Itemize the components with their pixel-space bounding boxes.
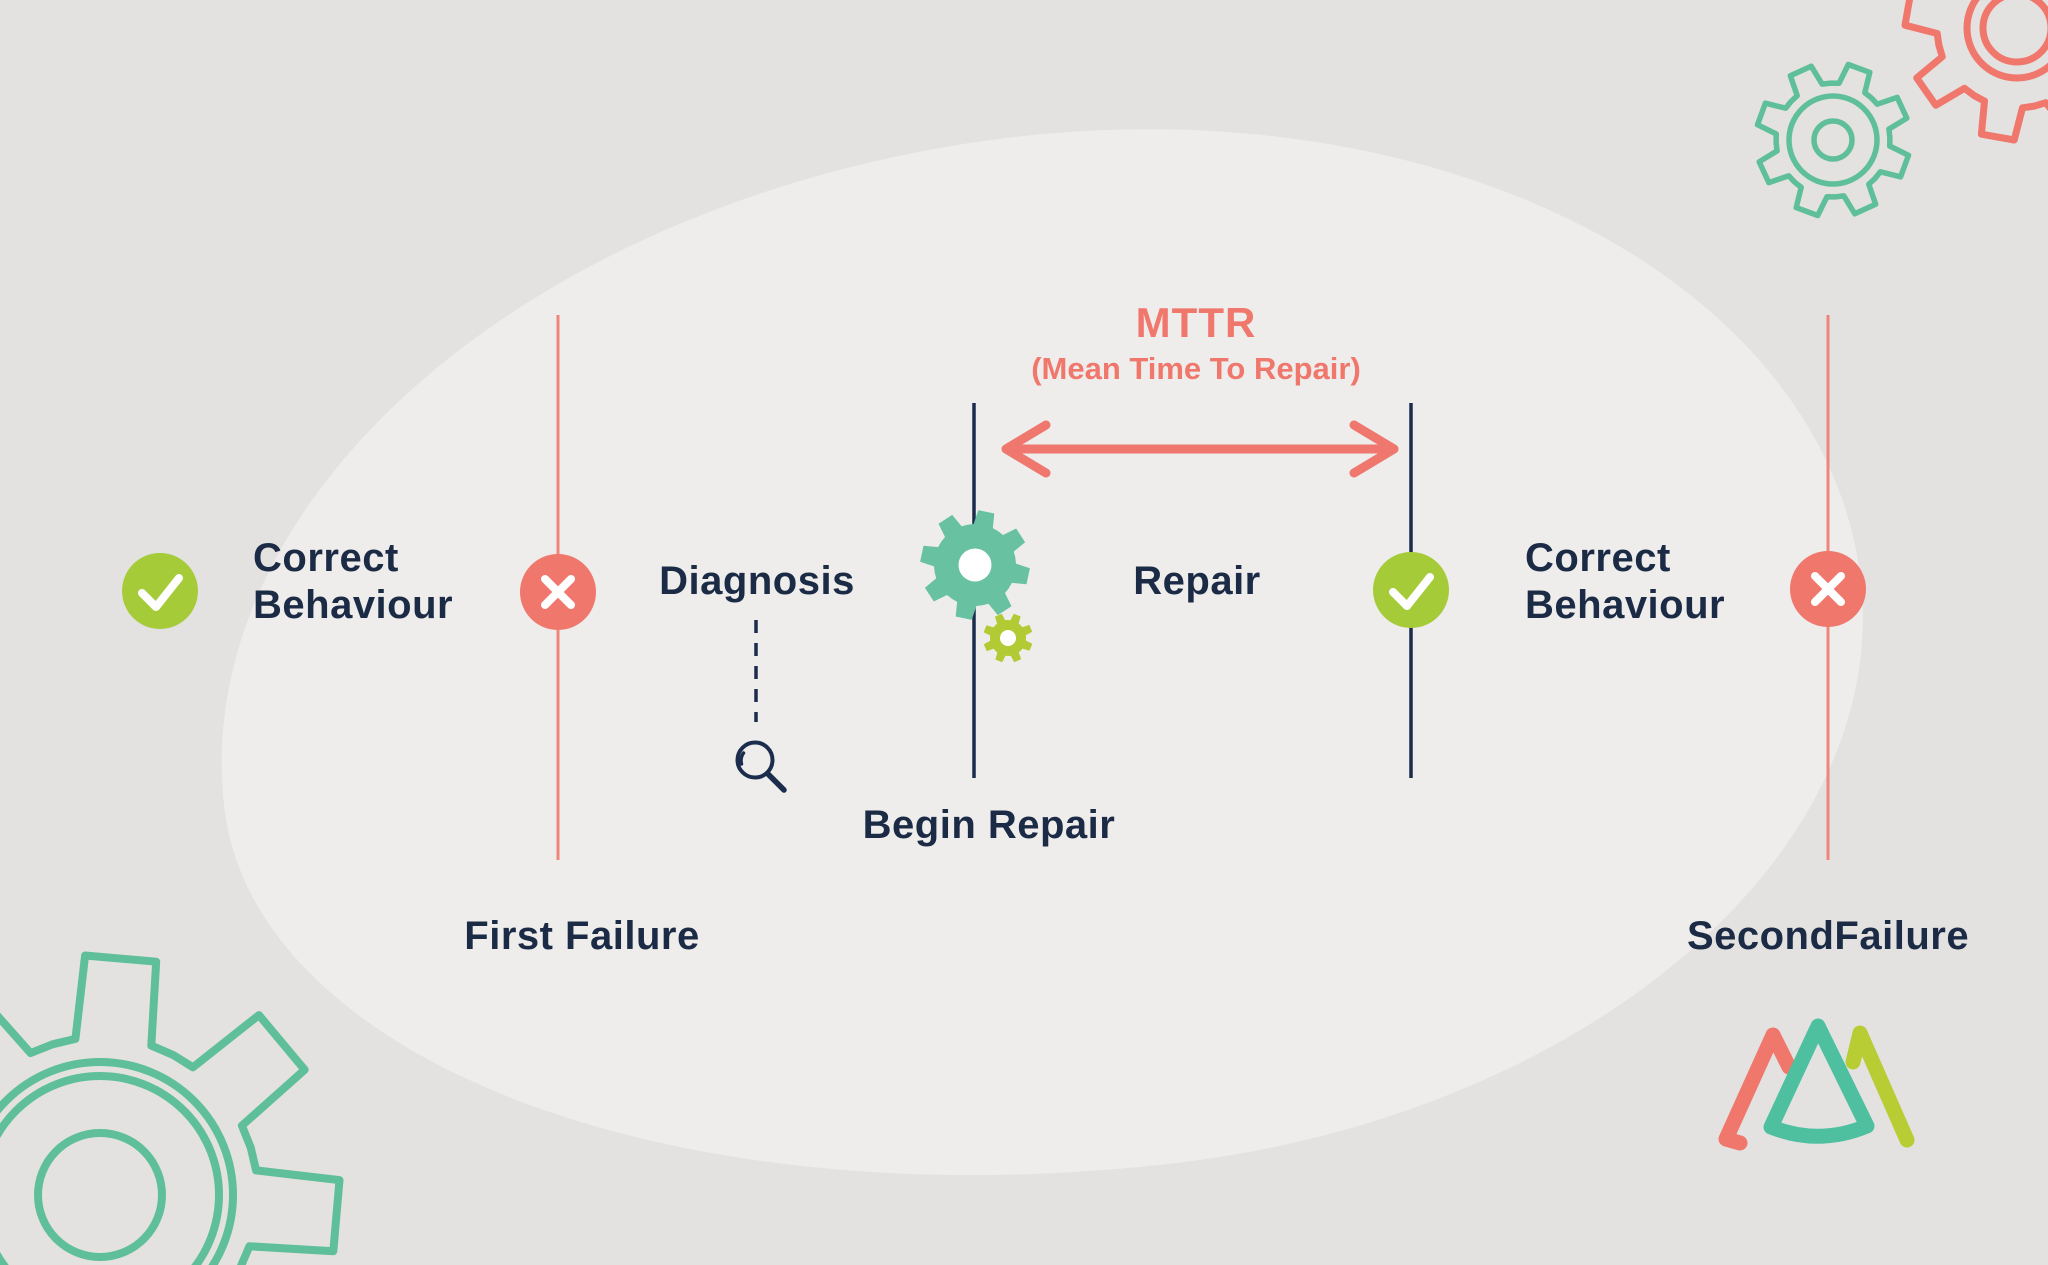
mttr-title: MTTR	[1135, 299, 1257, 346]
gear-icon-outline-bottom-left-teal	[0, 951, 344, 1265]
magnifier-icon	[735, 740, 787, 793]
label-second-failure: SecondFailure	[1686, 914, 1970, 958]
label-repair: Repair	[1133, 559, 1261, 603]
label-first-failure: First Failure	[464, 914, 700, 958]
x-icon-second-failure	[1790, 551, 1866, 627]
check-icon-left	[122, 553, 198, 629]
gear-icon-teal-solid	[920, 510, 1030, 620]
mttr-subtitle: (Mean Time To Repair)	[1031, 351, 1361, 386]
gear-icon-outline-top-right-teal	[1754, 61, 1912, 219]
label-correct-behaviour-left: Correct Behaviour	[253, 536, 454, 628]
mttr-arrow	[1001, 420, 1399, 478]
label-diagnosis: Diagnosis	[659, 559, 855, 603]
brand-logo	[1718, 1018, 1915, 1151]
gear-icon-lime-solid	[983, 613, 1033, 663]
check-icon-right	[1373, 552, 1449, 628]
label-correct-behaviour-right: Correct Behaviour	[1525, 536, 1726, 628]
gear-icon-outline-top-right-salmon	[1901, 0, 2048, 144]
label-begin-repair: Begin Repair	[862, 803, 1116, 847]
x-icon-first-failure	[520, 554, 596, 630]
